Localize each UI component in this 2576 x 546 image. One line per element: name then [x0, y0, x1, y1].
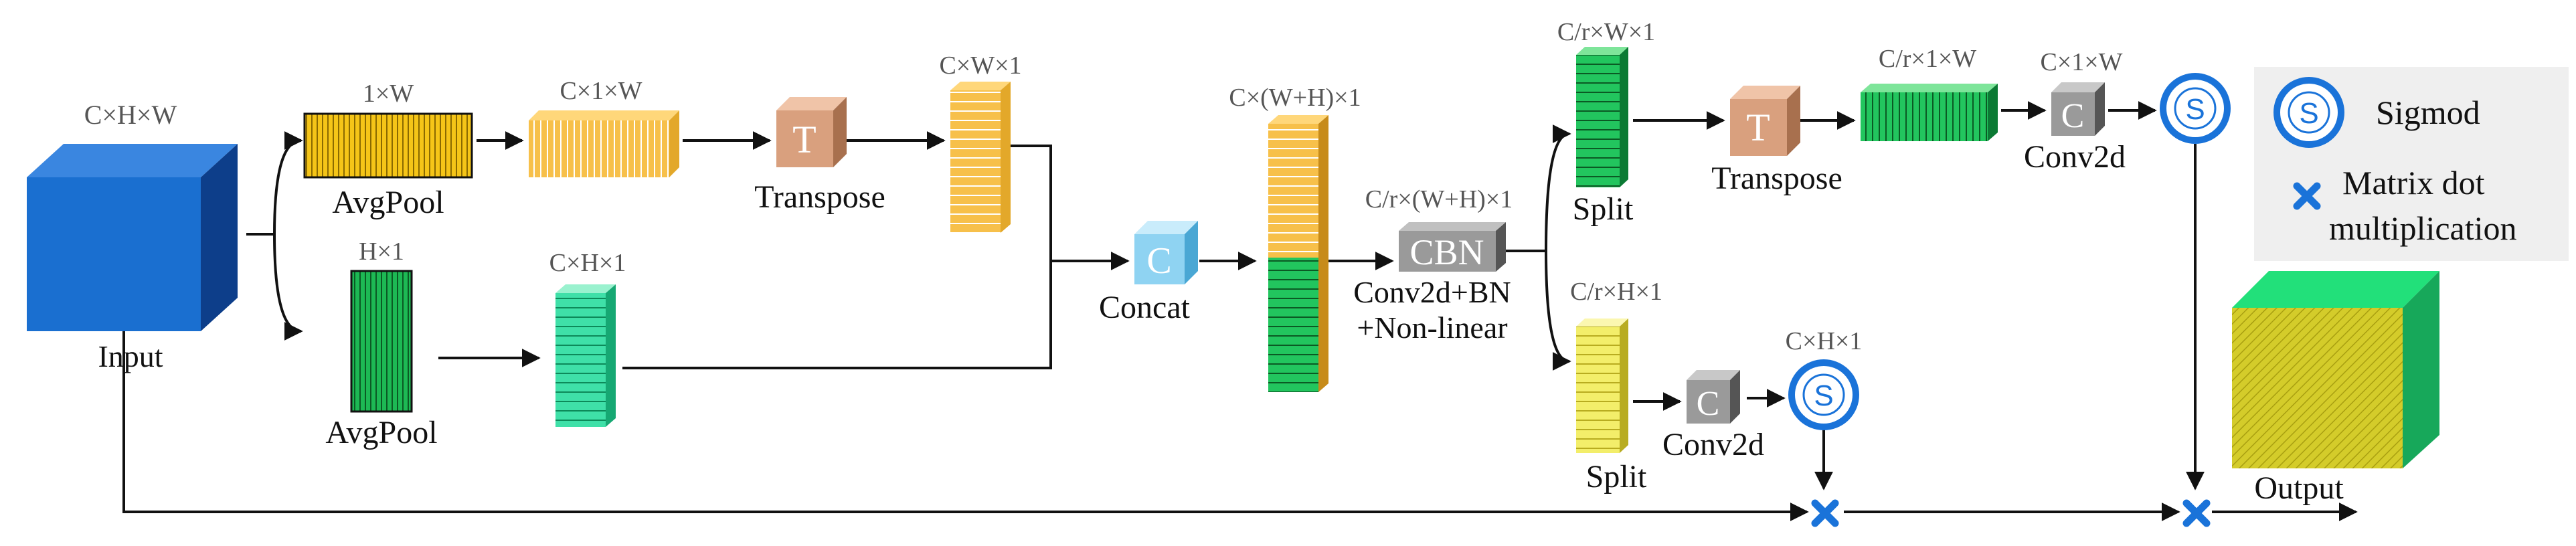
conv-top-block: C: [2051, 82, 2105, 136]
avgpool-w-dims-label: 1×W: [363, 80, 414, 108]
cbn-desc-line2: +Non-linear: [1357, 310, 1507, 345]
avgpool-h-label: AvgPool: [325, 415, 437, 450]
split-top-dims-label: C/r×W×1: [1557, 18, 1655, 46]
avgpool-h-block: [350, 270, 413, 413]
transpose-right-letter: T: [1746, 106, 1770, 149]
conv-top-dims-label: C×1×W: [2040, 48, 2122, 76]
cw1-feature-block: [950, 82, 1011, 233]
cr1w-dims-label: C/r×1×W: [1879, 45, 1976, 73]
arrow-to-avgpool-h: [273, 234, 303, 341]
legend-multiply-icon: [2293, 182, 2321, 210]
arrow-cw1-to-concat: [1011, 145, 1130, 270]
multiply-icon-1: [1811, 499, 1839, 527]
input-dims-label: C×H×W: [84, 100, 177, 130]
arrow-input-residual: [122, 331, 1809, 521]
conv-bottom-dims-label: C×H×1: [1786, 327, 1863, 355]
c1w-feature-block: [529, 110, 679, 177]
legend-sigmoid-icon: S: [2273, 77, 2344, 148]
c1w-dims-label: C×1×W: [560, 77, 642, 105]
transpose-top-block: T: [776, 97, 847, 167]
cr1w-feature-block: [1861, 84, 1998, 141]
sigmoid-top-letter: S: [2185, 93, 2205, 126]
concat-label: Concat: [1099, 290, 1191, 325]
cbn-block: CBN: [1399, 222, 1506, 272]
sigmoid-bottom-letter: S: [1814, 379, 1833, 412]
concat-feature-stack: [1268, 115, 1328, 392]
legend-sigmoid-label: Sigmod: [2376, 94, 2480, 131]
conv-bottom-letter: C: [1697, 385, 1720, 423]
conv-bottom-label: Conv2d: [1662, 427, 1764, 462]
output-cube: [2232, 271, 2439, 468]
arrow-to-split-bottom: [1545, 250, 1571, 371]
avgpool-w-label: AvgPool: [332, 185, 444, 220]
cbn-desc-line1: Conv2d+BN: [1353, 275, 1511, 309]
line-ch1-to-concat: [622, 261, 1052, 369]
conv-top-label: Conv2d: [2024, 139, 2126, 175]
cbn-dims-label: C/r×(W+H)×1: [1365, 185, 1513, 213]
arrow-to-avgpool-w: [273, 131, 303, 235]
cbn-letter: CBN: [1409, 232, 1484, 272]
legend-mult-label-1: Matrix dot: [2342, 164, 2485, 201]
sigmoid-top-icon: S: [2160, 73, 2231, 144]
legend-sigmoid-symbol: S: [2299, 97, 2318, 130]
split-bottom-dims-label: C/r×H×1: [1570, 278, 1662, 306]
concat-block: C: [1134, 221, 1198, 284]
input-cube: [27, 144, 238, 331]
transpose-right-block: T: [1730, 86, 1800, 156]
transpose-right-label: Transpose: [1711, 161, 1842, 196]
split-top-block: [1576, 47, 1628, 187]
transpose-top-label: Transpose: [754, 179, 885, 215]
input-label: Input: [98, 339, 163, 373]
transpose-top-letter: T: [792, 118, 816, 161]
output-label: Output: [2254, 470, 2344, 506]
avgpool-w-block: [303, 112, 473, 179]
ch1-feature-block: [555, 284, 616, 427]
arrow-to-split-top: [1545, 124, 1571, 252]
ch1-dims-label: C×H×1: [549, 249, 626, 277]
conv-bottom-block: C: [1687, 370, 1740, 424]
split-bottom-block: [1576, 318, 1628, 453]
split-bottom-label: Split: [1586, 459, 1647, 494]
concat-dims-label: C×(W+H)×1: [1229, 84, 1361, 112]
avgpool-h-dims-label: H×1: [359, 238, 404, 266]
connectors: [122, 101, 2358, 521]
split-top-label: Split: [1573, 191, 1634, 227]
concat-letter: C: [1146, 240, 1171, 282]
sigmoid-bottom-icon: S: [1788, 359, 1859, 430]
legend: S Sigmod Matrix dot multiplication: [2254, 67, 2569, 261]
legend-mult-label-2: multiplication: [2329, 209, 2517, 247]
cw1-dims-label: C×W×1: [939, 52, 1021, 80]
conv-top-letter: C: [2061, 97, 2085, 135]
multiply-icon-2: [2182, 499, 2211, 527]
